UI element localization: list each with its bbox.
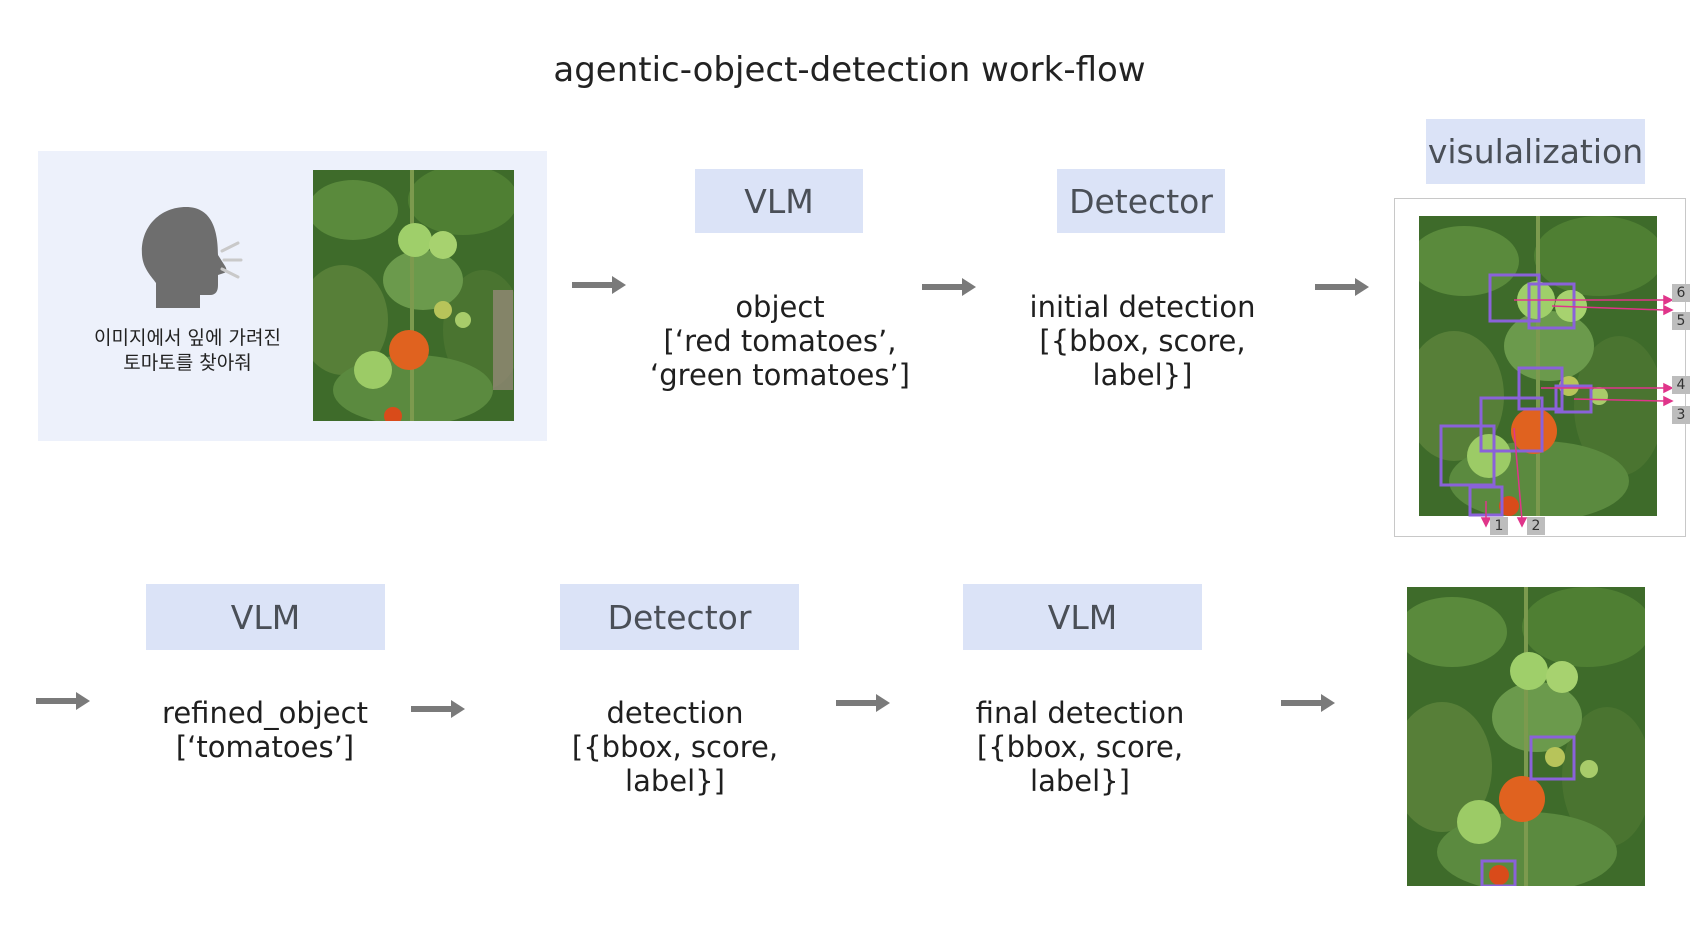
initial-detection-overlay [1439,273,1674,528]
final-detection-photo [1407,587,1645,886]
flow-arrow [572,275,626,295]
prompt-text: 이미지에서 잎에 가려진 토마토를 찾아줘 [94,327,281,374]
speaking-head-icon [138,205,243,310]
flow-arrow [1315,277,1369,297]
flow-arrow [922,277,976,297]
diagram-title: agentic-object-detection work-flow [553,50,1146,90]
tag-4: 4 [1672,376,1690,394]
bbox-5 [1527,282,1576,330]
final-detection-text: final detection [{bbox, score, label}] [975,696,1185,798]
tag-1: 1 [1490,517,1508,535]
detection-text: detection [{bbox, score, label}] [571,696,779,798]
final-bbox-hidden-tomato [1529,735,1576,781]
final-vlm-label-box: VLM [963,584,1202,650]
vlm-output-text: object [‘red tomatoes’, ‘green tomatoes’… [650,290,910,392]
tag-3: 3 [1672,406,1690,424]
visualization-label-box: visulalization [1426,119,1645,184]
tag-2: 2 [1527,517,1545,535]
refined-object-text: refined_object [‘tomatoes’] [162,696,368,764]
refine-vlm-label-box: VLM [146,584,385,650]
tomato-plant-photo [313,170,514,421]
bbox-6 [1488,273,1541,323]
vlm-label-box: VLM [695,169,863,233]
flow-arrow [36,691,90,711]
bbox-green [1439,424,1496,487]
tag-5: 5 [1672,312,1690,330]
flow-arrow [1281,693,1335,713]
second-detector-label-box: Detector [560,584,799,650]
final-bbox-bottom-tomato [1480,859,1517,886]
tag-6: 6 [1672,284,1690,302]
flow-arrow [836,693,890,713]
detector-label-box: Detector [1057,169,1225,233]
flow-arrow [411,699,465,719]
detector-output-text: initial detection [{bbox, score, label}] [1029,290,1256,392]
